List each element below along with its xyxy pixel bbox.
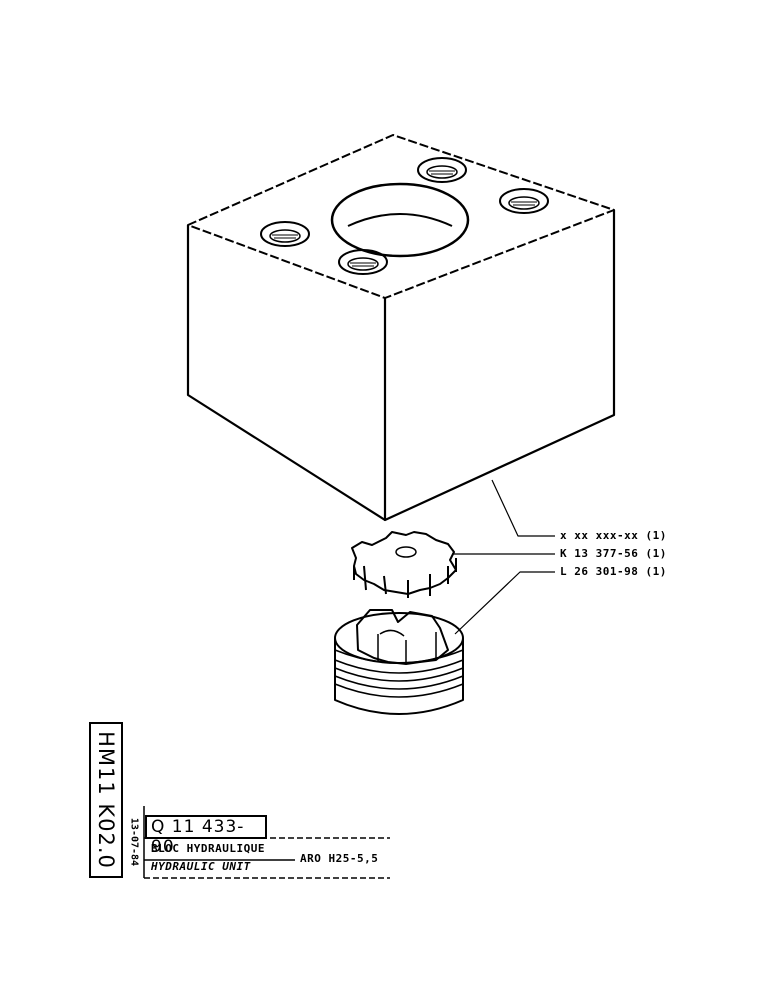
model-designation: ARO H25-5,5: [300, 852, 379, 865]
callout-block-part-number: x xx xxx-xx (1): [560, 529, 667, 542]
sheet-code-box: HM11 K02.0: [89, 722, 123, 878]
leader-line-block: [491, 479, 555, 537]
threaded-port: [338, 249, 388, 275]
sheet-date-box: 13-07-84: [124, 806, 144, 878]
callout-ring-part-number: L 26 301-98 (1): [560, 565, 667, 578]
outer-threaded-ring: [334, 609, 464, 715]
callout-gear-part-number: K 13 377-56 (1): [560, 547, 667, 560]
inner-gear-rotor: [351, 531, 457, 598]
leader-line-ring: [454, 571, 555, 635]
description-english: HYDRAULIC UNIT: [151, 860, 251, 873]
threaded-port: [417, 157, 467, 183]
sheet-date: 13-07-84: [128, 817, 140, 867]
sheet-code: HM11 K02.0: [94, 731, 118, 869]
assembly-part-number: Q 11 433-90: [145, 815, 267, 857]
threaded-port: [499, 188, 549, 214]
threaded-port: [260, 221, 310, 247]
description-french: BLOC HYDRAULIQUE: [151, 842, 265, 855]
hydraulic-block: [186, 134, 616, 522]
central-bore: [330, 182, 470, 258]
